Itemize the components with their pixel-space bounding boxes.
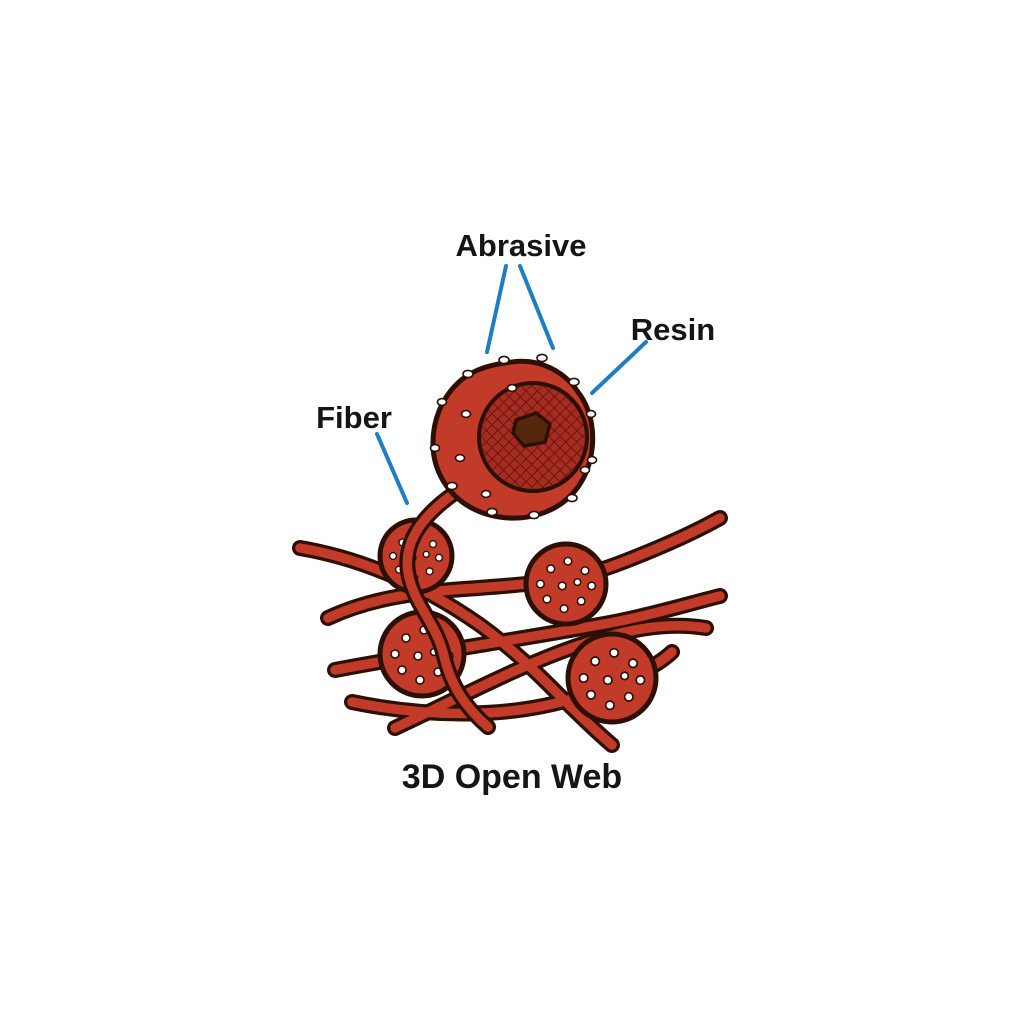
abrasive-nodule — [523, 541, 609, 627]
fiber-strands — [300, 518, 720, 745]
abrasive-grain-specks — [429, 353, 598, 520]
label-resin: Resin — [631, 312, 715, 347]
abrasive-nodules — [377, 517, 659, 725]
fiber-leader-line — [375, 432, 409, 505]
abrasive-leader-lines — [485, 264, 555, 354]
resin-leader-line — [590, 340, 648, 395]
abrasive-coated-fiber-cross-section — [429, 353, 598, 521]
label-fiber: Fiber — [316, 400, 392, 435]
label-abrasive: Abrasive — [456, 228, 587, 263]
fiber-core — [511, 411, 552, 448]
leader-lines — [375, 264, 648, 505]
caption: 3D Open Web — [402, 758, 622, 796]
abrasive-nodule — [565, 631, 659, 725]
